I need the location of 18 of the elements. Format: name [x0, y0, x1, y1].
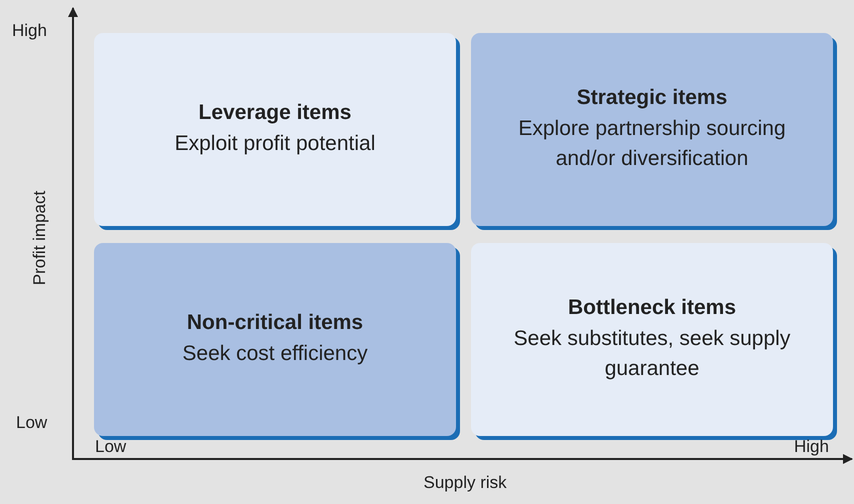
- axis-label: Low: [16, 413, 48, 433]
- quadrant-heading: Non-critical items: [186, 310, 364, 334]
- quadrant-box: [94, 243, 456, 436]
- axis-title: Profit impact: [30, 190, 50, 286]
- axis-label: High: [794, 437, 829, 457]
- quadrant-box: [471, 243, 833, 436]
- axis-label: Low: [95, 437, 126, 457]
- quadrant-text: Seek substitutes, seek supply guarantee: [512, 326, 792, 382]
- quadrant-text: Exploit profit potential: [174, 130, 376, 156]
- quadrant-heading: Leverage items: [198, 100, 352, 124]
- quadrant-text: Seek cost efficiency: [182, 340, 368, 366]
- quadrant-heading: Strategic items: [576, 86, 728, 110]
- quadrant-box: [471, 33, 833, 226]
- axis-title: Supply risk: [424, 473, 507, 493]
- axis-label: High: [12, 21, 47, 41]
- quadrant-heading: Bottleneck items: [568, 296, 736, 320]
- quadrant-text: Explore partnership sourcing and/or diversification: [517, 116, 787, 172]
- quadrant-box: [94, 33, 456, 226]
